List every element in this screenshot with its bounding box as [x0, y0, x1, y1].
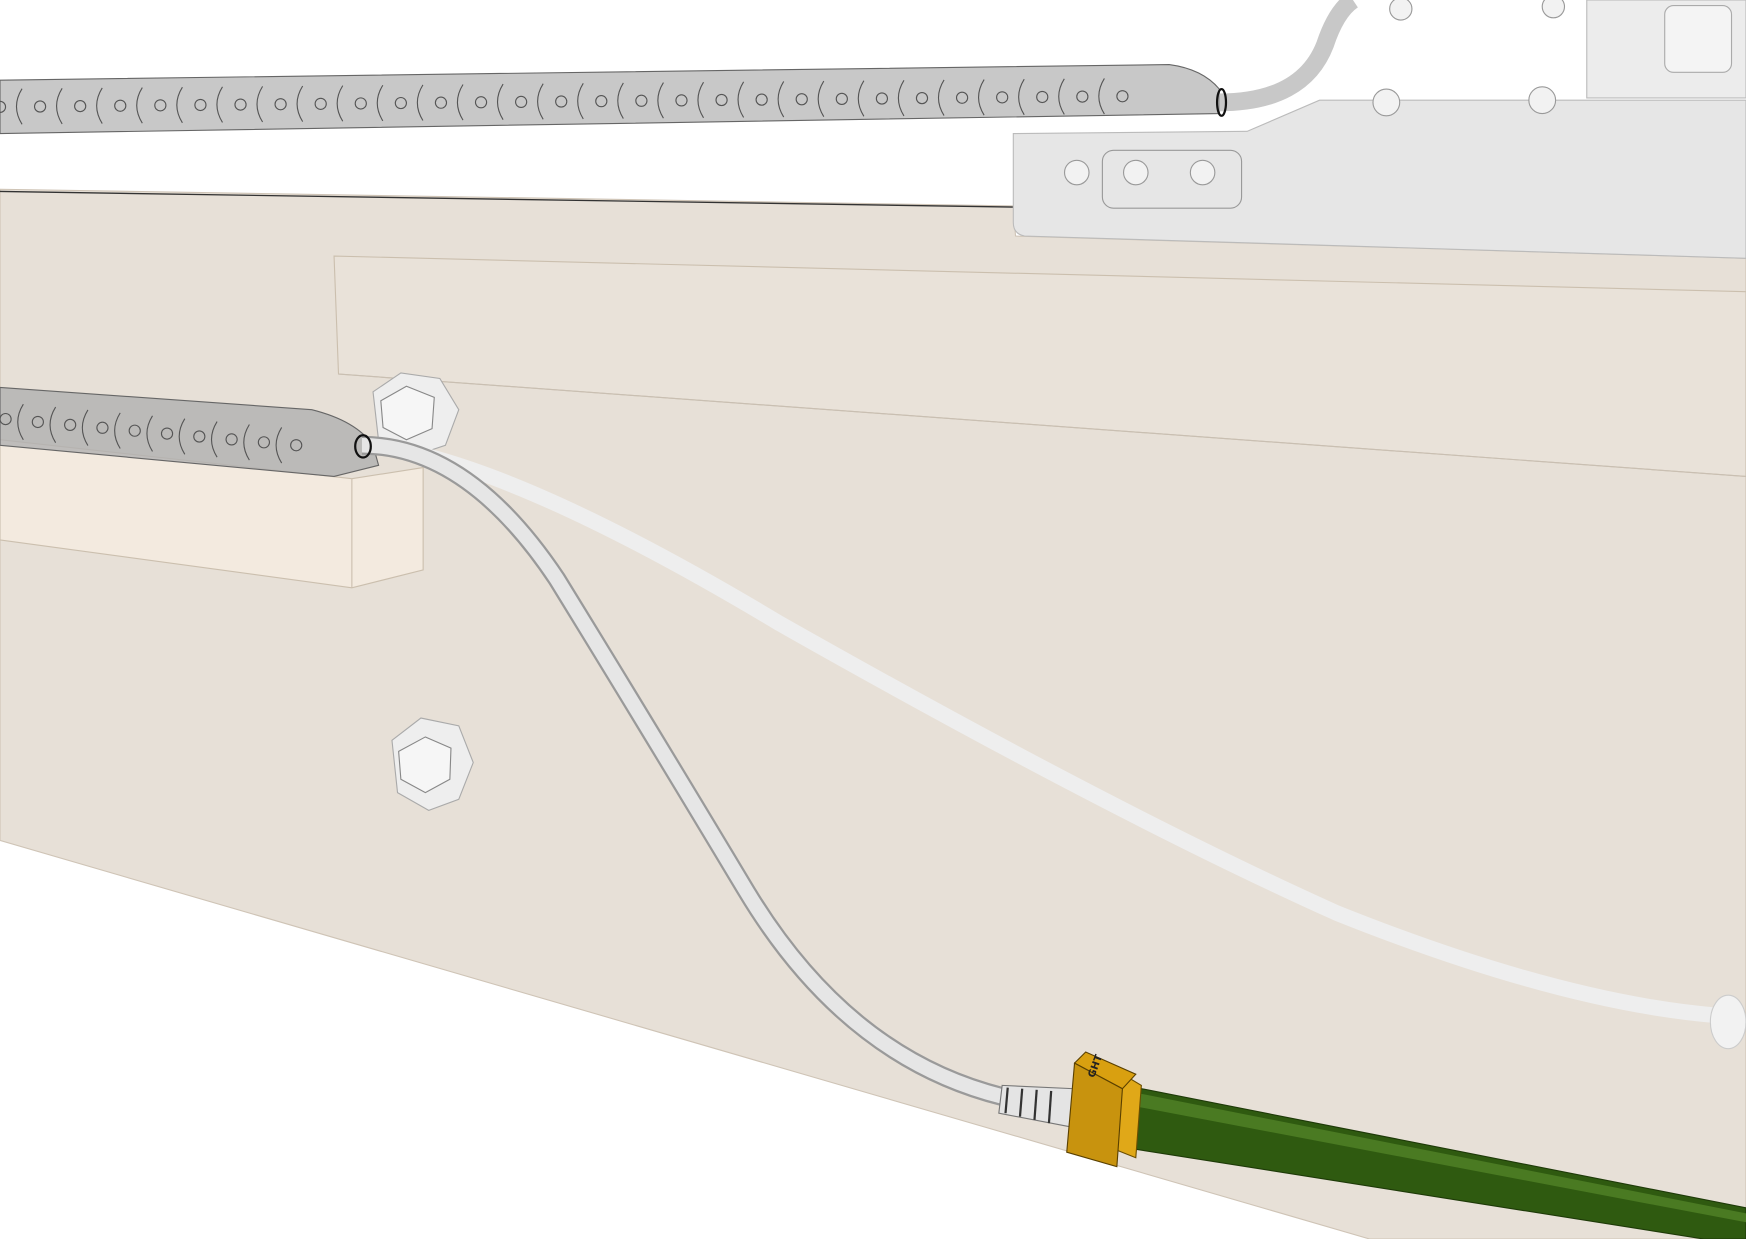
chain-link-edge [81, 409, 89, 446]
chain-link-edge [537, 83, 544, 120]
chain-link [1036, 90, 1049, 104]
chain-link-edge [376, 84, 384, 122]
chain-link [835, 92, 848, 105]
chain-link-edge [496, 83, 504, 121]
chain-link-edge [657, 82, 664, 119]
chain-link [755, 93, 768, 106]
chain-link-edge [1098, 78, 1105, 115]
chain-link [0, 100, 7, 113]
chain-link-edge [697, 81, 704, 119]
chain-link [875, 92, 889, 105]
chain-link-edge [897, 80, 905, 117]
chain-link [394, 96, 407, 110]
chain-link [194, 98, 207, 112]
chain-link-edge [617, 82, 624, 119]
tube-top [1219, 0, 1359, 112]
bracket-plate [1012, 99, 1746, 259]
chain-link [1076, 90, 1089, 103]
chain-link-edge [456, 84, 464, 121]
chain-link [354, 97, 367, 110]
chain-link-edge [178, 418, 186, 455]
chain-link-edge [937, 79, 945, 116]
chain-link [635, 94, 648, 107]
chain-link [193, 430, 206, 443]
chain-link [96, 421, 109, 434]
chain-link [515, 95, 528, 109]
cable-chain-lower [0, 386, 380, 478]
chain-link-edge [817, 80, 825, 117]
chain-link [955, 91, 969, 104]
chain-link [795, 93, 808, 106]
screw-icons [1063, 0, 1566, 186]
chain-link [555, 95, 568, 108]
chain-link-edge [210, 421, 218, 458]
chain-link [715, 93, 728, 107]
chain-link-edge [17, 403, 24, 441]
chain-link [996, 91, 1009, 104]
chain-link [257, 436, 271, 449]
chain-link [128, 424, 141, 437]
chain-link-edge [56, 88, 63, 125]
chain-link [1116, 90, 1129, 103]
chain-link [314, 97, 327, 110]
chain-link-edge [49, 406, 57, 443]
chain-link [74, 99, 87, 113]
chain-link-edge [1058, 78, 1065, 115]
chain-link [915, 91, 929, 105]
chain-link [234, 98, 247, 111]
chain-link-edge [416, 84, 424, 121]
chain-link [474, 96, 488, 109]
chain-link [64, 418, 77, 432]
chain-link [225, 433, 238, 446]
chain-link-edge [737, 81, 745, 118]
brass-fitting-icon: GHT [1066, 1051, 1142, 1168]
chain-link [31, 415, 44, 429]
chain-link [675, 94, 688, 107]
chain-link-edge [176, 86, 183, 124]
chain-link [274, 98, 287, 111]
chain-link [434, 96, 448, 109]
chain-link-edge [857, 80, 865, 117]
wood-rail [333, 255, 1746, 478]
chain-link-edge [96, 87, 103, 124]
chain-link-edge [336, 85, 344, 122]
chain-link [33, 100, 47, 113]
chain-link-edge [216, 86, 223, 123]
chain-link [154, 99, 167, 112]
chain-link [114, 99, 127, 112]
chain-link-edge [136, 87, 143, 124]
chain-link-edge [15, 88, 23, 125]
hex-bolt-icon [391, 717, 474, 812]
chain-link-edge [1018, 78, 1025, 116]
chain-link-edge [296, 85, 304, 122]
tube-far [366, 437, 1716, 1024]
chain-link-edge [777, 81, 785, 118]
chain-link-edge [978, 79, 985, 116]
chain-link-edge [146, 415, 153, 452]
chain-link [290, 439, 303, 452]
chain-link-edge [114, 412, 121, 449]
chain-link [160, 427, 174, 440]
chain-link [0, 412, 12, 426]
chain-link [595, 95, 608, 108]
chain-link-edge [275, 427, 283, 464]
chain-link-edge [243, 424, 250, 461]
chain-link-edge [577, 83, 584, 120]
chain-link-edge [256, 86, 264, 123]
